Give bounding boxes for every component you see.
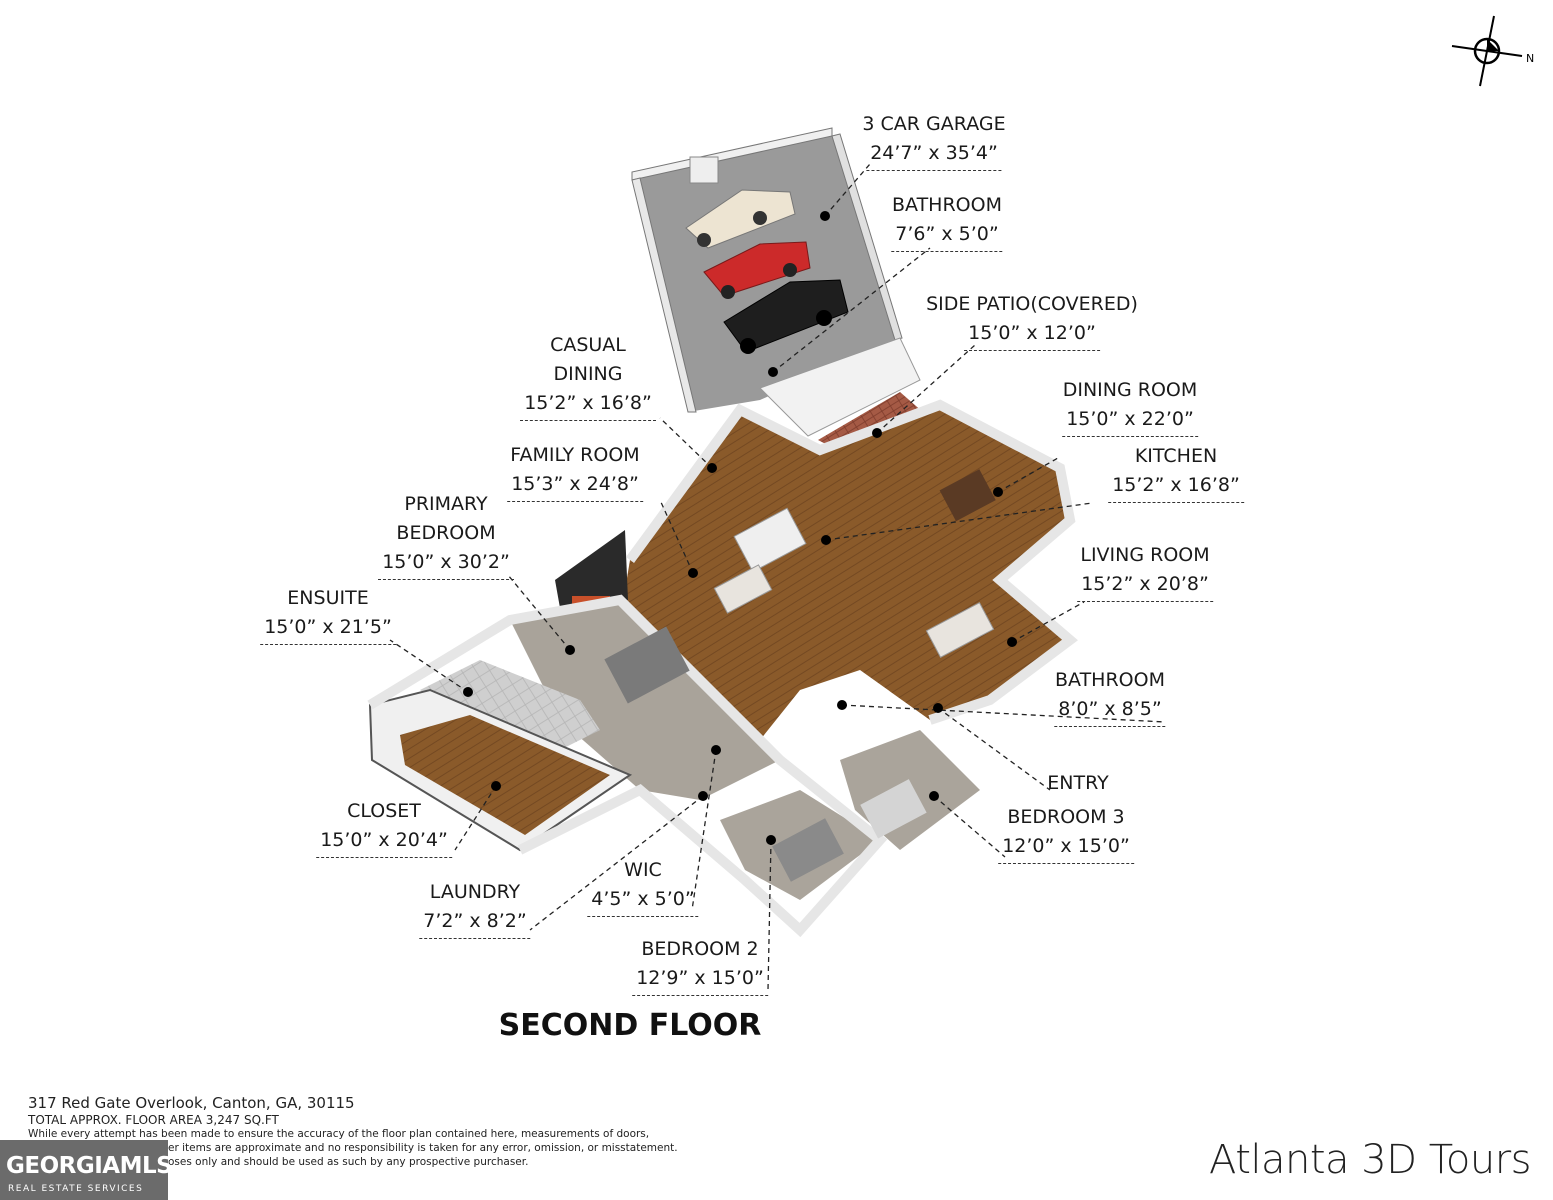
marker-kitchen: [821, 535, 831, 545]
bedroom-2-bed: [772, 818, 844, 882]
marker-entry: [933, 703, 943, 713]
marker-ensuite: [463, 687, 473, 697]
label-dining-room: DINING ROOM 15’0” x 22’0”: [1062, 376, 1198, 437]
georgia-mls-logo: GEORGIAMLS REAL ESTATE SERVICES: [0, 1140, 173, 1200]
compass-north-label: N: [1526, 52, 1534, 65]
compass-icon: N: [1451, 15, 1534, 87]
family-sofa: [713, 564, 773, 614]
label-family-room: FAMILY ROOM 15’3” x 24’8”: [507, 441, 643, 502]
logo-subtext: REAL ESTATE SERVICES: [8, 1184, 144, 1194]
label-bedroom-3: BEDROOM 3 12’0” x 15’0”: [998, 803, 1134, 864]
label-kitchen: KITCHEN 15’2” x 16’8”: [1108, 442, 1244, 503]
label-casual-dining: CASUAL DINING 15’2” x 16’8”: [513, 331, 663, 421]
label-garage: 3 CAR GARAGE 24’7” x 35’4”: [862, 110, 1006, 171]
disclaimer-line-3: oses only and should be used as such by …: [168, 1156, 529, 1168]
marker-closet: [491, 781, 501, 791]
label-closet: CLOSET 15’0” x 20’4”: [316, 797, 452, 858]
marker-side-patio: [872, 428, 882, 438]
marker-bathroom-2: [837, 700, 847, 710]
label-bedroom-2: BEDROOM 2 12’9” x 15’0”: [632, 935, 768, 996]
total-floor-area: TOTAL APPROX. FLOOR AREA 3,247 SQ.FT: [28, 1113, 279, 1127]
property-address: 317 Red Gate Overlook, Canton, GA, 30115: [28, 1094, 355, 1112]
marker-living-room: [1007, 637, 1017, 647]
kitchen-island: [733, 507, 807, 573]
disclaimer-line-2: er items are approximate and no responsi…: [168, 1142, 678, 1154]
living-sofa: [925, 601, 995, 659]
car-suv: [723, 279, 849, 354]
floor-title: SECOND FLOOR: [498, 1008, 762, 1043]
label-bathroom-1: BATHROOM 7’6” x 5’0”: [891, 191, 1003, 252]
label-primary-bedroom: PRIMARY BEDROOM 15’0” x 30’2”: [371, 490, 521, 580]
label-wic: WIC 4’5” x 5’0”: [587, 856, 699, 917]
ensuite-floor: [420, 660, 600, 760]
marker-bedroom-3: [929, 791, 939, 801]
dining-table: [939, 469, 996, 522]
label-ensuite: ENSUITE 15’0” x 21’5”: [260, 584, 396, 645]
brand-name: Atlanta 3D Tours: [1209, 1137, 1531, 1183]
marker-laundry: [698, 791, 708, 801]
outer-walls-upper: [625, 399, 1078, 725]
marker-casual-dining: [707, 463, 717, 473]
bedroom-3-bed: [860, 779, 927, 839]
closet-floor: [400, 715, 610, 835]
marker-wic: [711, 745, 721, 755]
room-markers: [463, 211, 1017, 845]
corridor-walls: [759, 337, 921, 437]
logo-text: GEORGIAMLS: [6, 1153, 173, 1179]
car-van: [685, 189, 796, 249]
fireplace-wall: [555, 530, 628, 608]
label-laundry: LAUNDRY 7’2” x 8’2”: [419, 878, 531, 939]
disclaimer-line-1: While every attempt has been made to ens…: [28, 1128, 650, 1140]
marker-family-room: [688, 568, 698, 578]
marker-bathroom-1: [768, 367, 778, 377]
primary-bed: [604, 626, 690, 704]
garage-area: [631, 127, 903, 413]
label-living-room: LIVING ROOM 15’2” x 20’8”: [1077, 541, 1213, 602]
label-bathroom-2: BATHROOM 8’0” x 8’5”: [1054, 666, 1166, 727]
outer-walls-lower: [367, 594, 888, 938]
marker-primary-bedroom: [565, 645, 575, 655]
marker-garage: [820, 211, 830, 221]
leader-lines: [389, 163, 1166, 991]
marker-bedroom-2: [766, 835, 776, 845]
car-sports: [703, 241, 811, 299]
label-entry: ENTRY: [1047, 772, 1109, 794]
label-side-patio: SIDE PATIO(COVERED) 15’0” x 12’0”: [926, 290, 1138, 351]
floor-plan-illustration: [367, 127, 1166, 991]
marker-dining-room: [993, 487, 1003, 497]
